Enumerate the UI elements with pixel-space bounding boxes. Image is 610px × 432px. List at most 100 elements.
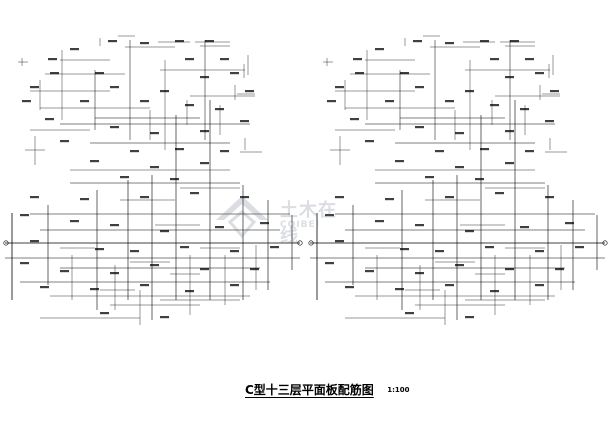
watermark: 土木在线 COIBEI bbox=[212, 192, 352, 247]
rebar-annotation-mark bbox=[395, 160, 404, 163]
rebar-annotation-mark bbox=[480, 148, 489, 151]
rebar-annotation-mark bbox=[425, 176, 434, 179]
rebar-annotation-mark bbox=[510, 40, 519, 43]
rebar-annotation-mark bbox=[90, 160, 99, 163]
watermark-subtext: COIBEI bbox=[280, 220, 320, 230]
rebar-annotation-mark bbox=[140, 196, 149, 199]
rebar-annotation-mark bbox=[445, 42, 454, 45]
rebar-annotation-mark bbox=[535, 250, 544, 253]
rebar-annotation-mark bbox=[260, 222, 269, 225]
rebar-annotation-mark bbox=[130, 150, 139, 153]
rebar-annotation-mark bbox=[30, 240, 39, 243]
rebar-annotation-mark bbox=[215, 108, 224, 111]
rebar-annotation-mark bbox=[475, 178, 484, 181]
rebar-annotation-mark bbox=[415, 272, 424, 275]
rebar-annotation-mark bbox=[353, 58, 362, 61]
rebar-annotation-mark bbox=[230, 250, 239, 253]
rebar-annotation-mark bbox=[200, 76, 209, 79]
rebar-annotation-mark bbox=[405, 312, 414, 315]
left-slab-reinforcement-plan bbox=[3, 35, 303, 325]
rebar-annotation-mark bbox=[327, 100, 336, 103]
rebar-annotation-mark bbox=[185, 104, 194, 107]
rebar-annotation-mark bbox=[150, 132, 159, 135]
rebar-annotation-mark bbox=[465, 230, 474, 233]
drawing-title: C型十三层平面板配筋图 bbox=[245, 383, 374, 397]
rebar-annotation-mark bbox=[30, 196, 39, 199]
rebar-annotation-mark bbox=[545, 120, 554, 123]
rebar-annotation-mark bbox=[535, 284, 544, 287]
rebar-annotation-mark bbox=[60, 270, 69, 273]
rebar-annotation-mark bbox=[325, 262, 334, 265]
rebar-annotation-mark bbox=[205, 40, 214, 43]
rebar-annotation-mark bbox=[485, 246, 494, 249]
rebar-annotation-mark bbox=[395, 288, 404, 291]
rebar-annotation-mark bbox=[400, 72, 409, 75]
rebar-annotation-mark bbox=[150, 166, 159, 169]
rebar-annotation-mark bbox=[345, 286, 354, 289]
rebar-annotation-mark bbox=[175, 40, 184, 43]
rebar-annotation-mark bbox=[180, 246, 189, 249]
rebar-annotation-mark bbox=[95, 248, 104, 251]
rebar-annotation-mark bbox=[70, 220, 79, 223]
rebar-annotation-mark bbox=[385, 100, 394, 103]
rebar-annotation-mark bbox=[110, 86, 119, 89]
rebar-annotation-mark bbox=[220, 150, 229, 153]
rebar-annotation-mark bbox=[505, 162, 514, 165]
rebar-annotation-mark bbox=[385, 198, 394, 201]
rebar-annotation-mark bbox=[505, 130, 514, 133]
rebar-annotation-mark bbox=[160, 230, 169, 233]
rebar-annotation-mark bbox=[365, 270, 374, 273]
rebar-annotation-mark bbox=[110, 126, 119, 129]
rebar-annotation-mark bbox=[455, 132, 464, 135]
rebar-annotation-mark bbox=[365, 140, 374, 143]
rebar-annotation-mark bbox=[415, 126, 424, 129]
rebar-annotation-mark bbox=[230, 284, 239, 287]
rebar-annotation-mark bbox=[415, 86, 424, 89]
rebar-annotation-mark bbox=[350, 118, 359, 121]
rebar-annotation-mark bbox=[455, 264, 464, 267]
rebar-annotation-mark bbox=[240, 196, 249, 199]
rebar-annotation-mark bbox=[140, 284, 149, 287]
rebar-annotation-mark bbox=[48, 58, 57, 61]
rebar-annotation-mark bbox=[435, 250, 444, 253]
rebar-annotation-mark bbox=[400, 248, 409, 251]
rebar-annotation-mark bbox=[160, 316, 169, 319]
rebar-annotation-mark bbox=[355, 72, 364, 75]
rebar-annotation-mark bbox=[575, 246, 584, 249]
rebar-annotation-mark bbox=[80, 100, 89, 103]
rebar-annotation-mark bbox=[335, 196, 344, 199]
rebar-annotation-mark bbox=[240, 120, 249, 123]
rebar-annotation-mark bbox=[555, 268, 564, 271]
rebar-annotation-mark bbox=[30, 86, 39, 89]
rebar-annotation-mark bbox=[525, 150, 534, 153]
rebar-annotation-mark bbox=[375, 48, 384, 51]
rebar-annotation-mark bbox=[45, 118, 54, 121]
rebar-annotation-mark bbox=[495, 192, 504, 195]
rebar-annotation-mark bbox=[413, 40, 422, 43]
rebar-annotation-mark bbox=[415, 224, 424, 227]
rebar-annotation-mark bbox=[110, 224, 119, 227]
rebar-annotation-mark bbox=[215, 226, 224, 229]
axis-bubble bbox=[3, 240, 9, 246]
rebar-annotation-mark bbox=[175, 148, 184, 151]
rebar-annotation-mark bbox=[435, 150, 444, 153]
rebar-annotation-mark bbox=[550, 90, 559, 93]
rebar-annotation-mark bbox=[445, 284, 454, 287]
rebar-annotation-mark bbox=[200, 162, 209, 165]
rebar-annotation-mark bbox=[50, 72, 59, 75]
rebar-annotation-mark bbox=[140, 100, 149, 103]
rebar-annotation-mark bbox=[220, 58, 229, 61]
watermark-text: 土木在线 bbox=[280, 200, 337, 247]
rebar-annotation-mark bbox=[140, 42, 149, 45]
rebar-annotation-mark bbox=[445, 196, 454, 199]
axis-bubble bbox=[602, 240, 608, 246]
rebar-annotation-mark bbox=[185, 290, 194, 293]
rebar-annotation-mark bbox=[505, 76, 514, 79]
rebar-annotation-mark bbox=[375, 220, 384, 223]
rebar-annotation-mark bbox=[325, 214, 334, 217]
rebar-annotation-mark bbox=[20, 214, 29, 217]
rebar-annotation-mark bbox=[150, 264, 159, 267]
rebar-annotation-mark bbox=[200, 130, 209, 133]
rebar-annotation-mark bbox=[520, 108, 529, 111]
rebar-annotation-mark bbox=[490, 104, 499, 107]
